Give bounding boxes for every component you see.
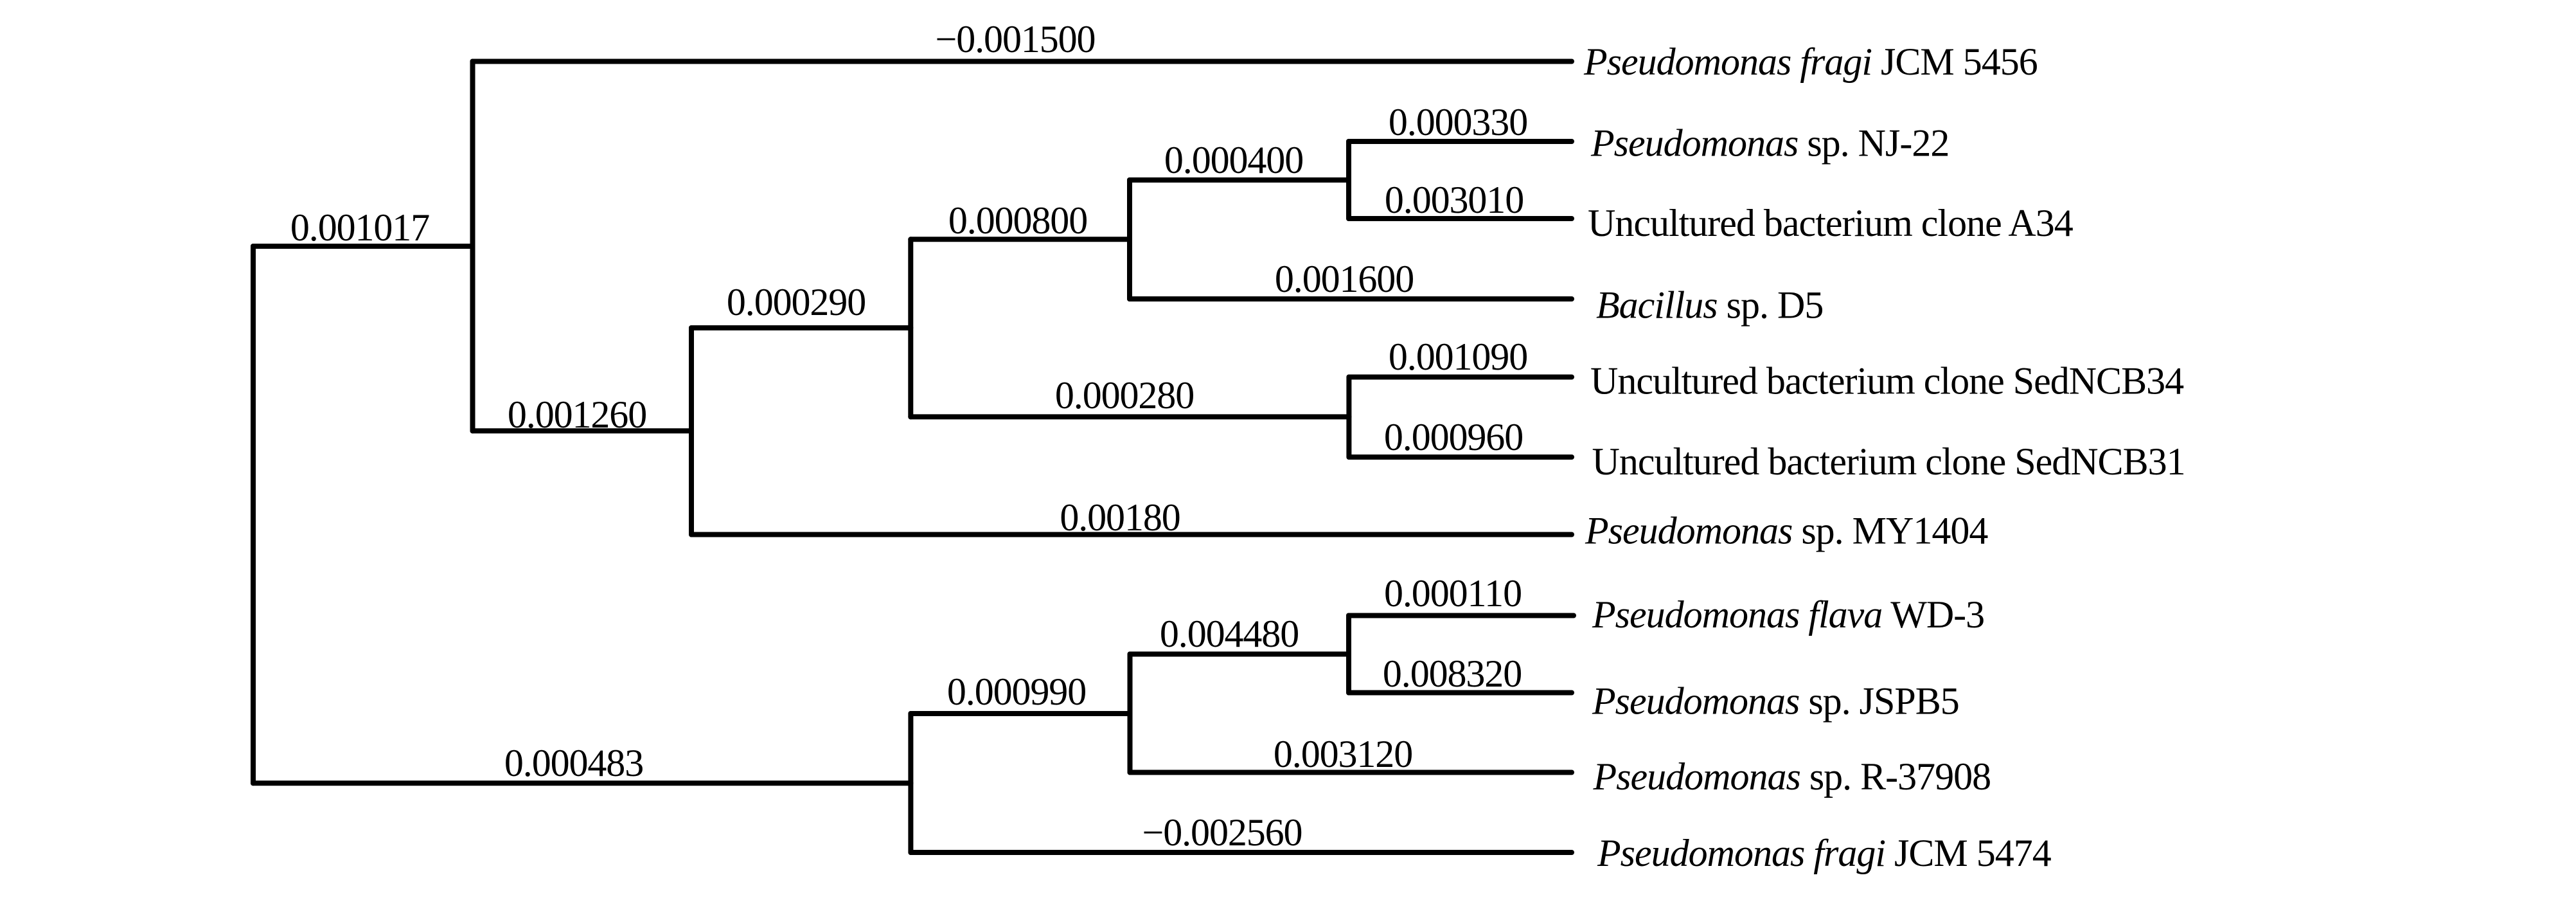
svg-text:0.003120: 0.003120 bbox=[1274, 733, 1412, 775]
svg-text:0.000483: 0.000483 bbox=[504, 742, 643, 784]
svg-text:0.00180: 0.00180 bbox=[1060, 496, 1180, 539]
svg-text:Uncultured bacterium clone A34: Uncultured bacterium clone A34 bbox=[1588, 202, 2074, 244]
svg-text:Uncultured bacterium clone Sed: Uncultured bacterium clone SedNCB34 bbox=[1590, 360, 2184, 402]
svg-text:−0.001500: −0.001500 bbox=[936, 18, 1096, 60]
svg-text:0.000400: 0.000400 bbox=[1164, 139, 1303, 181]
svg-text:0.000960: 0.000960 bbox=[1384, 416, 1523, 458]
svg-text:0.000280: 0.000280 bbox=[1055, 374, 1194, 417]
svg-text:0.000990: 0.000990 bbox=[947, 670, 1086, 713]
svg-text:Bacillus sp. D5: Bacillus sp. D5 bbox=[1596, 284, 1823, 327]
svg-text:Pseudomonas sp. JSPB5: Pseudomonas sp. JSPB5 bbox=[1592, 680, 1959, 723]
svg-text:0.000800: 0.000800 bbox=[948, 199, 1087, 242]
svg-text:Pseudomonas fragi JCM 5474: Pseudomonas fragi JCM 5474 bbox=[1597, 832, 2052, 874]
svg-text:Uncultured bacterium clone Sed: Uncultured bacterium clone SedNCB31 bbox=[1592, 440, 2185, 483]
svg-text:0.000290: 0.000290 bbox=[727, 281, 866, 323]
svg-text:0.008320: 0.008320 bbox=[1383, 652, 1522, 695]
svg-text:Pseudomonas sp. MY1404: Pseudomonas sp. MY1404 bbox=[1585, 510, 1988, 552]
svg-text:Pseudomonas fragi JCM 5456: Pseudomonas fragi JCM 5456 bbox=[1583, 40, 2038, 83]
svg-text:0.001017: 0.001017 bbox=[290, 206, 429, 249]
svg-text:Pseudomonas sp. R-37908: Pseudomonas sp. R-37908 bbox=[1593, 755, 1991, 798]
svg-text:Pseudomonas sp. NJ-22: Pseudomonas sp. NJ-22 bbox=[1590, 122, 1949, 165]
svg-text:0.003010: 0.003010 bbox=[1385, 179, 1523, 221]
svg-text:0.001600: 0.001600 bbox=[1275, 258, 1414, 300]
svg-text:0.001260: 0.001260 bbox=[508, 393, 646, 436]
svg-text:0.000110: 0.000110 bbox=[1384, 572, 1522, 615]
svg-text:Pseudomonas flava WD-3: Pseudomonas flava WD-3 bbox=[1592, 593, 1984, 636]
svg-text:−0.002560: −0.002560 bbox=[1142, 811, 1302, 854]
svg-text:0.001090: 0.001090 bbox=[1389, 336, 1527, 378]
svg-text:0.004480: 0.004480 bbox=[1160, 613, 1299, 655]
svg-text:0.000330: 0.000330 bbox=[1389, 101, 1527, 143]
